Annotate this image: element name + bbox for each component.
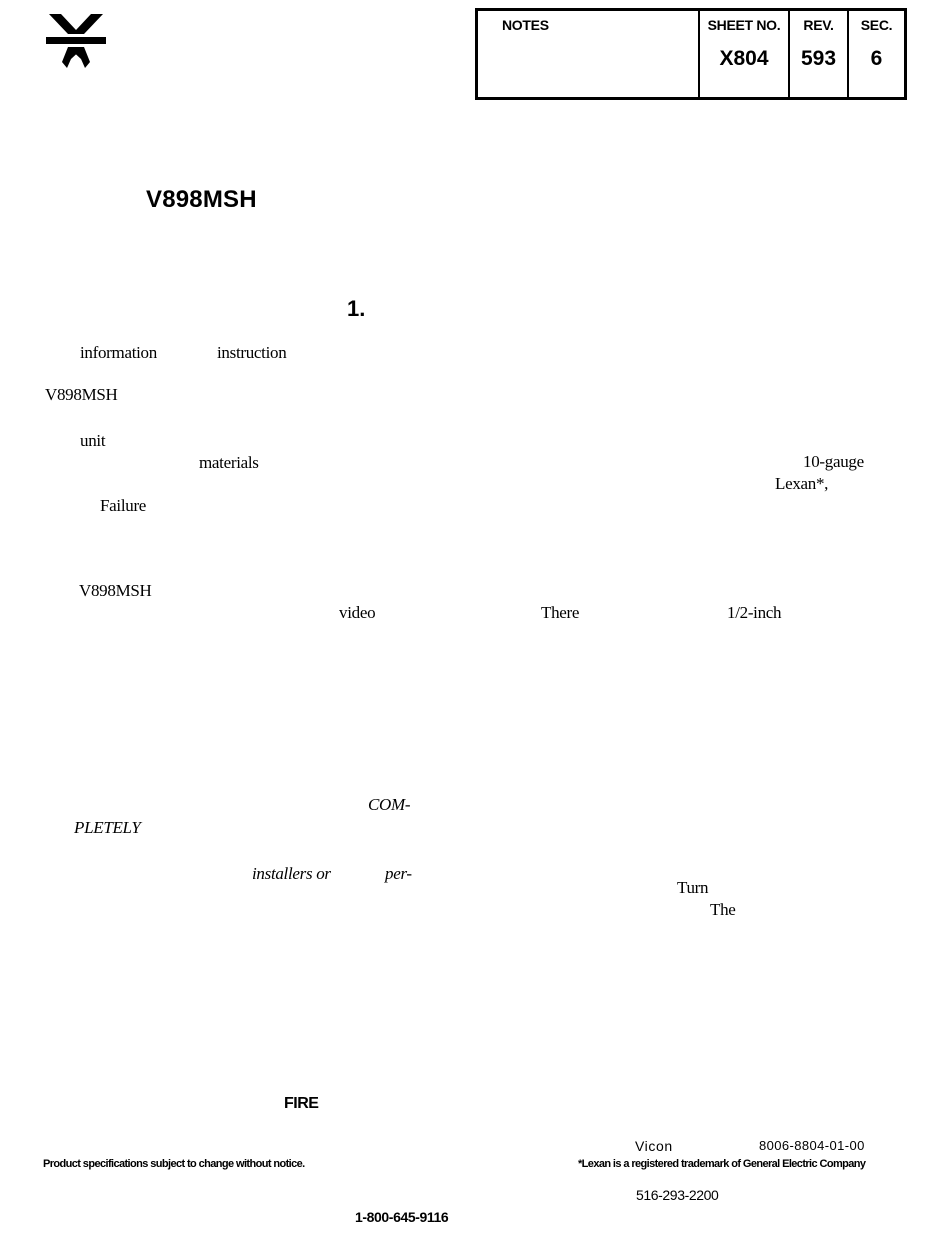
notes-label: NOTES (502, 17, 549, 33)
text-fragment: V898MSH (79, 581, 152, 600)
text-fragment: Failure (100, 496, 147, 515)
sheet-number-label: SHEET NO. (707, 17, 781, 33)
text-fragment: video (339, 603, 376, 622)
text-fragment: unit (80, 431, 106, 450)
text-fragment: instruction (217, 343, 287, 362)
text-fragment: COM- (368, 795, 411, 814)
section-cell: SEC. 6 (847, 11, 904, 97)
text-fragment: The (710, 900, 736, 919)
section-value: 6 (870, 47, 883, 70)
section-number: 1. (347, 296, 366, 321)
text-fragment: information (80, 343, 157, 362)
text-fragment: per- (385, 864, 412, 883)
revision-value: 593 (800, 47, 837, 70)
text-fragment: 10-gauge (803, 452, 864, 471)
spec-notice: Product specifications subject to change… (43, 1158, 305, 1170)
revision-label: REV. (803, 17, 834, 33)
text-fragment: installers or (252, 864, 331, 883)
vicon-logo (46, 14, 106, 68)
text-fragment: There (541, 603, 580, 622)
title-block: NOTES SHEET NO. X804 REV. 593 SEC. 6 (475, 8, 907, 100)
section-label: SEC. (860, 17, 893, 33)
sheet-number-cell: SHEET NO. X804 (698, 11, 788, 97)
phone-local: 516-293-2200 (636, 1187, 719, 1203)
text-fragment: V898MSH (45, 385, 118, 404)
revision-cell: REV. 593 (788, 11, 847, 97)
text-fragment: materials (199, 453, 259, 472)
document-number: 8006-8804-01-00 (759, 1138, 865, 1153)
trademark-note: *Lexan is a registered trademark of Gene… (578, 1158, 866, 1170)
text-fragment: 1/2-inch (727, 603, 782, 622)
sheet-number-value: X804 (719, 47, 769, 70)
fire-label: FIRE (284, 1095, 319, 1112)
text-fragment: Lexan*, (775, 474, 829, 493)
phone-tollfree: 1-800-645-9116 (355, 1209, 449, 1225)
notes-cell: NOTES (478, 11, 698, 97)
model-heading: V898MSH (146, 186, 257, 213)
text-fragment: Turn (677, 878, 709, 897)
text-fragment: PLETELY (74, 818, 141, 837)
company-name: Vicon (635, 1138, 673, 1154)
